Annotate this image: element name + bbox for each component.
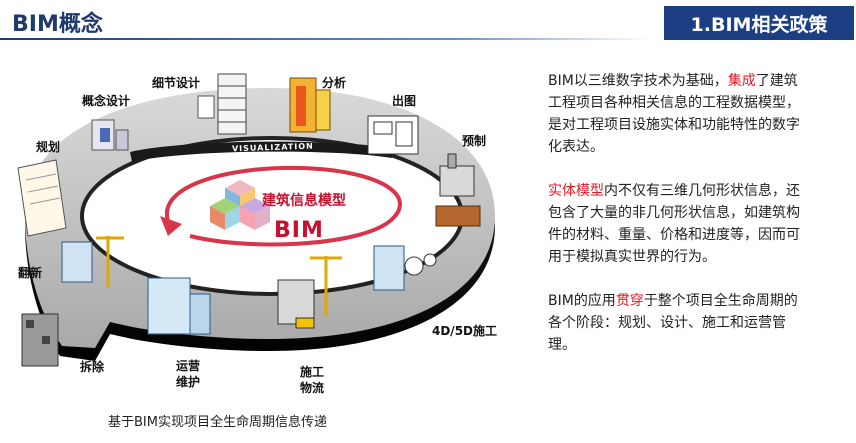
section-badge: 1.BIM相关政策	[664, 6, 854, 40]
p2-highlight: 实体模型	[548, 183, 604, 199]
concept-design-model-icon	[91, 119, 129, 151]
cycle-arrow-head	[160, 216, 182, 236]
stage-label-demolition: 拆除	[80, 360, 105, 374]
stage-label-operation: 运营 维护	[176, 358, 200, 390]
p3-highlight: 贯穿	[615, 293, 644, 309]
stage-label-logistics: 施工 物流	[300, 364, 324, 396]
analysis-heatmap-building-icon	[289, 77, 331, 133]
visualization-band	[130, 141, 392, 162]
stage-label-concept-design: 概念设计	[82, 94, 131, 108]
operation-building-icon	[147, 277, 211, 335]
p2-after: 内不仅有三维几何形状信息，还包含了大量的非几何形状信息，如建筑构件的材料、重量、…	[548, 183, 800, 265]
stage-label-detail-design: 细节设计	[152, 76, 201, 90]
p3-before: BIM的应用	[548, 293, 616, 309]
p1-after: 了建筑工程项目各种相关信息的工程数据模型，是对工程项目设施实体和功能特性的数字化…	[548, 73, 800, 155]
stage-label-analysis: 分析	[322, 76, 347, 90]
stage-label-4d5d-construction: 4D/5D施工	[432, 324, 498, 338]
p1-highlight: 集成	[727, 73, 756, 89]
center-bim: BIM	[274, 218, 324, 243]
detail-design-building-icon	[197, 73, 247, 135]
paragraph-integration: BIM以三维数字技术为基础，集成了建筑工程项目各种相关信息的工程数据模型，是对工…	[548, 70, 810, 158]
renovation-building-icon	[61, 236, 124, 288]
stage-label-planning: 规划	[36, 140, 61, 154]
lifecycle-ring-graphic	[17, 73, 495, 367]
center-title: 建筑信息模型	[262, 193, 346, 209]
p1-before: BIM以三维数字技术为基础，	[548, 73, 728, 89]
description-panel: BIM以三维数字技术为基础，集成了建筑工程项目各种相关信息的工程数据模型，是对工…	[548, 70, 810, 378]
construction-4d5d-icon	[373, 245, 437, 291]
stage-label-renovation: 翻新	[18, 266, 43, 280]
demolition-building-icon	[21, 313, 59, 367]
bim-cube-icon	[210, 180, 270, 230]
paragraph-lifecycle: BIM的应用贯穿于整个项目全生命周期的各个阶段：规划、设计、施工和运营管理。	[548, 290, 810, 356]
stage-label-logistics-line2: 物流	[300, 381, 325, 395]
stage-label-logistics-line1: 施工	[300, 365, 325, 379]
stage-label-drawing: 出图	[392, 94, 417, 108]
prefab-factory-icon	[435, 153, 481, 227]
bim-lifecycle-diagram: VISUALIZATION 概念设计 细节设计 分析 出图 规划 预制 翻新 4…	[0, 56, 530, 406]
stage-label-operation-line2: 维护	[176, 375, 201, 389]
logistics-crane-icon	[277, 256, 342, 329]
stage-label-prefab: 预制	[462, 134, 487, 148]
cycle-arrow	[165, 165, 402, 247]
paragraph-entity-model: 实体模型内不仅有三维几何形状信息，还包含了大量的非几何形状信息，如建筑构件的材料…	[548, 180, 810, 268]
stage-label-operation-line1: 运营	[176, 359, 201, 373]
planning-document-icon	[17, 159, 67, 237]
diagram-caption: 基于BIM实现项目全生命周期信息传递	[108, 415, 327, 430]
page-title: BIM概念	[12, 12, 103, 37]
drawing-blueprint-icon	[367, 115, 419, 155]
p3-after: 于整个项目全生命周期的各个阶段：规划、设计、施工和运营管理。	[548, 293, 798, 353]
title-underline	[0, 38, 650, 40]
